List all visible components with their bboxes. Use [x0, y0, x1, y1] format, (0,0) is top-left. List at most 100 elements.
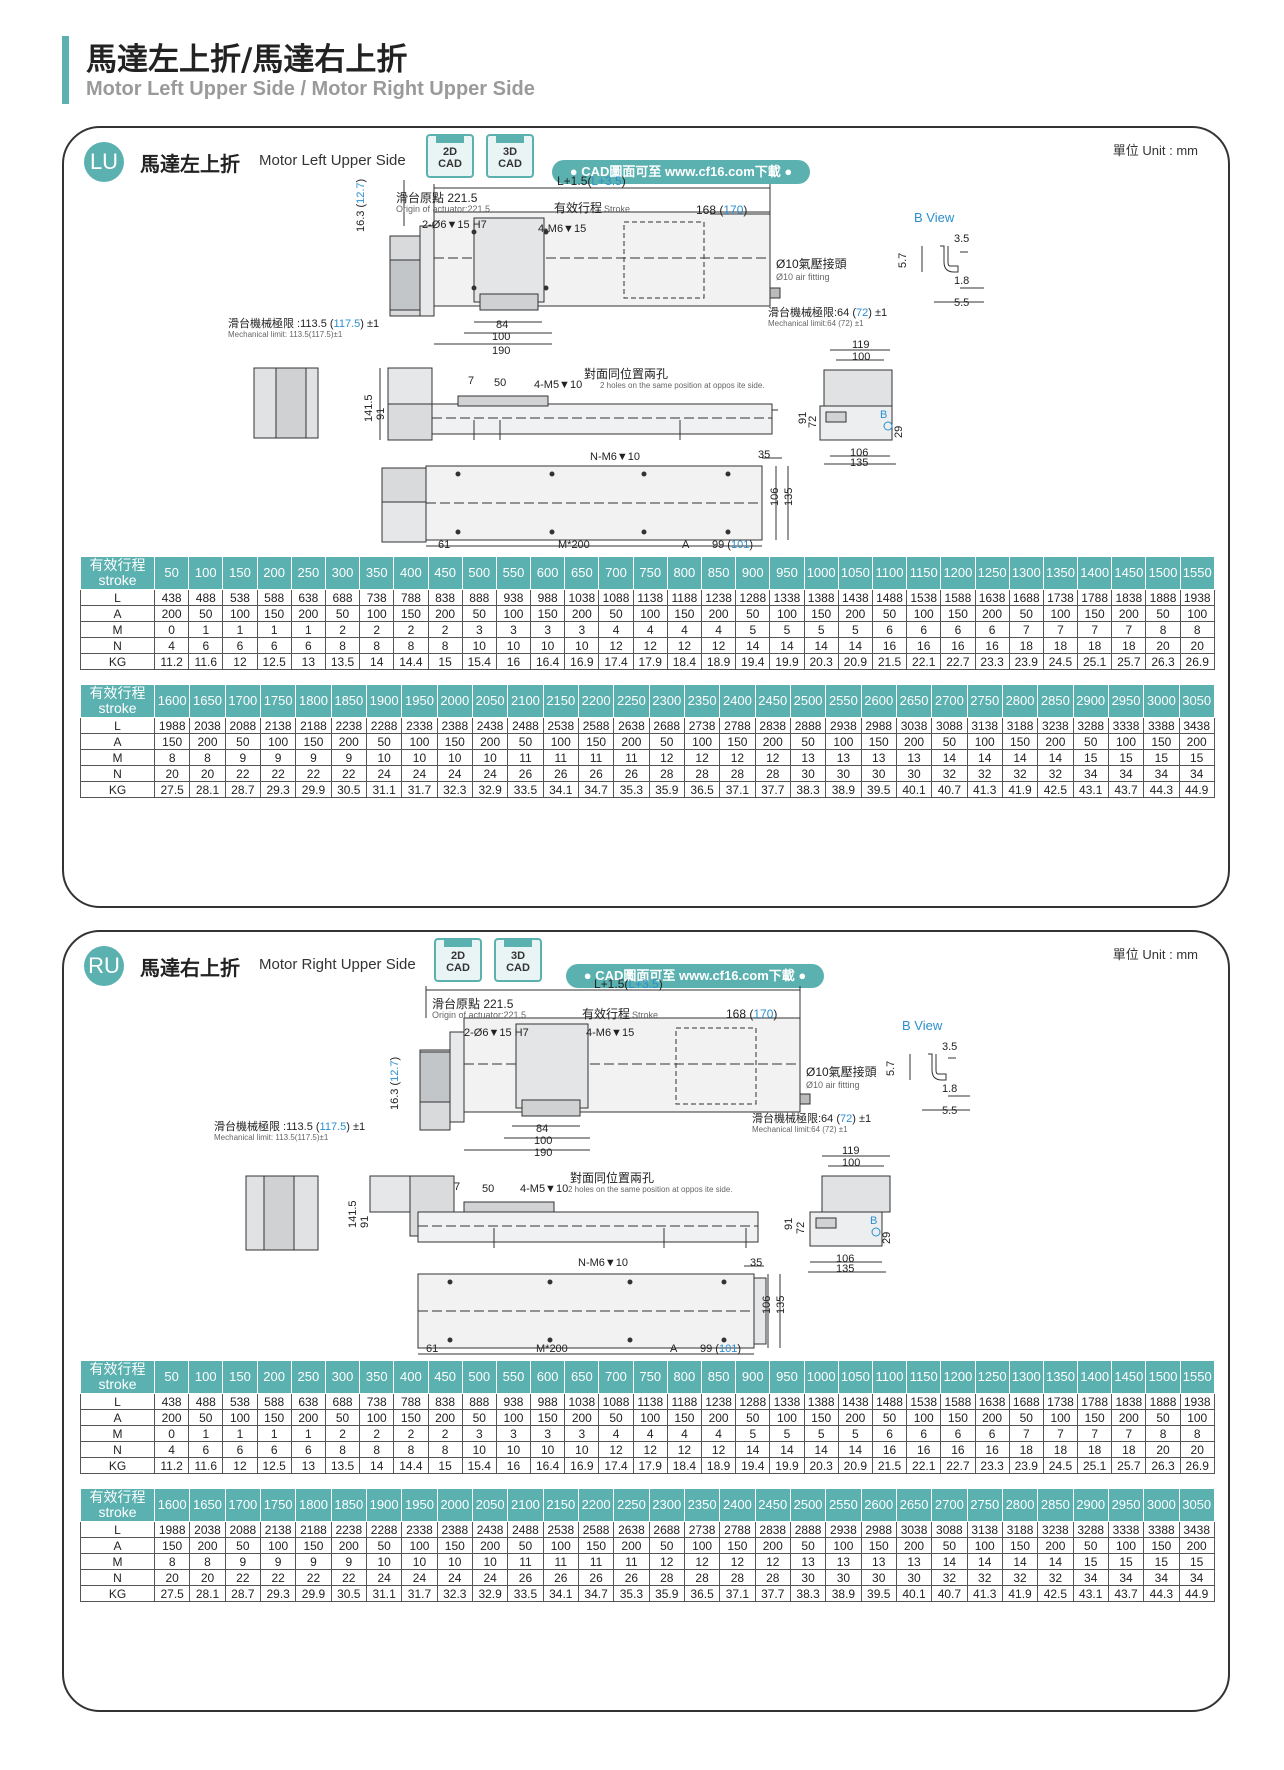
table-cell: 33.5 — [507, 1585, 544, 1602]
stroke-value: 1750 — [259, 684, 297, 718]
dim-l-total: L+1.5(L+3.5) — [594, 977, 663, 991]
table-cell: 38.9 — [825, 781, 862, 798]
table-cell: 2 — [359, 621, 395, 638]
table-cell: 50 — [1008, 605, 1044, 622]
table-cell: 200 — [613, 733, 650, 750]
table-cell: 2938 — [825, 717, 862, 734]
dim-5-5: 5.5 — [954, 297, 969, 309]
table-cell: 32.3 — [436, 781, 473, 798]
table-cell: 200 — [153, 605, 190, 622]
table-cell: 28 — [648, 1569, 685, 1586]
table-cell: 29.9 — [295, 781, 332, 798]
dim-air: Ø10氣壓接頭 — [776, 256, 847, 271]
panel-motor-right-upper: 單位 Unit : mm RU 馬達右上折 Motor Right Upper … — [62, 930, 1230, 1712]
table-cell: 1 — [222, 1425, 258, 1442]
cad-download-banner[interactable]: ● CAD圖面可至 www.cf16.com下載 ● — [552, 160, 810, 184]
table-cell: 150 — [1143, 733, 1180, 750]
table-cell: 1 — [222, 621, 258, 638]
table-cell: 26 — [542, 1569, 579, 1586]
table-cell: 100 — [495, 605, 532, 622]
table-cell: 1 — [188, 1425, 224, 1442]
table-cell: 7 — [1111, 1425, 1147, 1442]
table-cell: 15.4 — [461, 1457, 497, 1474]
table-cell: 18.9 — [700, 653, 737, 670]
table-cell: 10 — [461, 637, 497, 654]
table-cell: 18 — [1008, 1441, 1044, 1458]
table-cell: 1 — [290, 1425, 326, 1442]
table-cell: 150 — [719, 1537, 756, 1554]
table-cell: 12 — [666, 637, 703, 654]
table-cell: 9 — [259, 1553, 297, 1570]
stroke-value: 2700 — [931, 684, 968, 718]
dim-141-5: 141.5 — [363, 394, 375, 422]
table-cell: 1138 — [632, 1393, 668, 1410]
table-cell: 10 — [495, 637, 532, 654]
stroke-value: 1650 — [189, 1488, 226, 1522]
table-cell: 2738 — [683, 717, 721, 734]
table-cell: 28.1 — [189, 1585, 226, 1602]
table-cell: 23.9 — [1008, 653, 1044, 670]
table-cell: 7 — [1008, 621, 1044, 638]
table-cell: 32 — [1037, 1569, 1074, 1586]
b-marker: B — [880, 409, 887, 421]
table-cell: 50 — [1008, 1409, 1044, 1426]
table-cell: 24 — [365, 765, 403, 782]
table-cell: 12 — [648, 1553, 685, 1570]
table-cell: 24.5 — [1042, 1457, 1079, 1474]
table-cell: 26 — [577, 1569, 615, 1586]
table-cell: 10 — [471, 749, 509, 766]
stroke-value: 350 — [359, 556, 395, 590]
table-cell: 36.5 — [683, 781, 721, 798]
table-cell: 11 — [613, 1553, 650, 1570]
row-key: L — [80, 589, 155, 606]
table-cell: 6 — [188, 1441, 224, 1458]
table-cell: 50 — [789, 733, 827, 750]
table-cell: 588 — [256, 1393, 292, 1410]
stroke-label-en: stroke — [98, 1376, 137, 1392]
table-cell: 4 — [632, 621, 668, 638]
cad-download-banner[interactable]: ● CAD圖面可至 www.cf16.com下載 ● — [566, 964, 824, 988]
stroke-value: 1800 — [295, 684, 332, 718]
table-cell: 50 — [598, 1409, 634, 1426]
table-cell: 1338 — [769, 1393, 805, 1410]
table-cell: 50 — [224, 1537, 261, 1554]
table-cell: 1288 — [735, 1393, 771, 1410]
table-cell: 50 — [1145, 1409, 1181, 1426]
stroke-value: 550 — [495, 556, 532, 590]
stroke-value: 450 — [427, 556, 463, 590]
dim-119: 119 — [852, 339, 870, 351]
table-cell: 16.4 — [530, 653, 566, 670]
table-cell: 1238 — [700, 589, 737, 606]
side-view — [245, 1175, 759, 1251]
table-cell: 200 — [754, 1537, 791, 1554]
table-cell: 988 — [530, 589, 566, 606]
row-key: A — [80, 733, 155, 750]
dim-16-3: 16.3 (12.7) — [355, 179, 367, 232]
table-cell: 2488 — [507, 717, 544, 734]
table-cell: 50 — [461, 1409, 497, 1426]
table-cell: 2288 — [365, 717, 403, 734]
table-cell: 638 — [290, 1393, 326, 1410]
dim-29: 29 — [893, 426, 905, 438]
table-cell: 6 — [222, 1441, 258, 1458]
table-cell: 688 — [324, 1393, 361, 1410]
stroke-value: 200 — [256, 556, 292, 590]
stroke-value: 700 — [598, 1360, 634, 1394]
stroke-value: 2650 — [895, 1488, 933, 1522]
table-cell: 17.9 — [632, 653, 668, 670]
table-cell: 988 — [530, 1393, 566, 1410]
table-cell: 4 — [598, 621, 634, 638]
dim-oppos: 對面同位置兩孔 — [584, 366, 668, 381]
table-cell: 2788 — [719, 717, 756, 734]
table-cell: 2988 — [860, 717, 897, 734]
stroke-value: 650 — [564, 556, 600, 590]
table-cell: 14 — [1001, 1553, 1039, 1570]
